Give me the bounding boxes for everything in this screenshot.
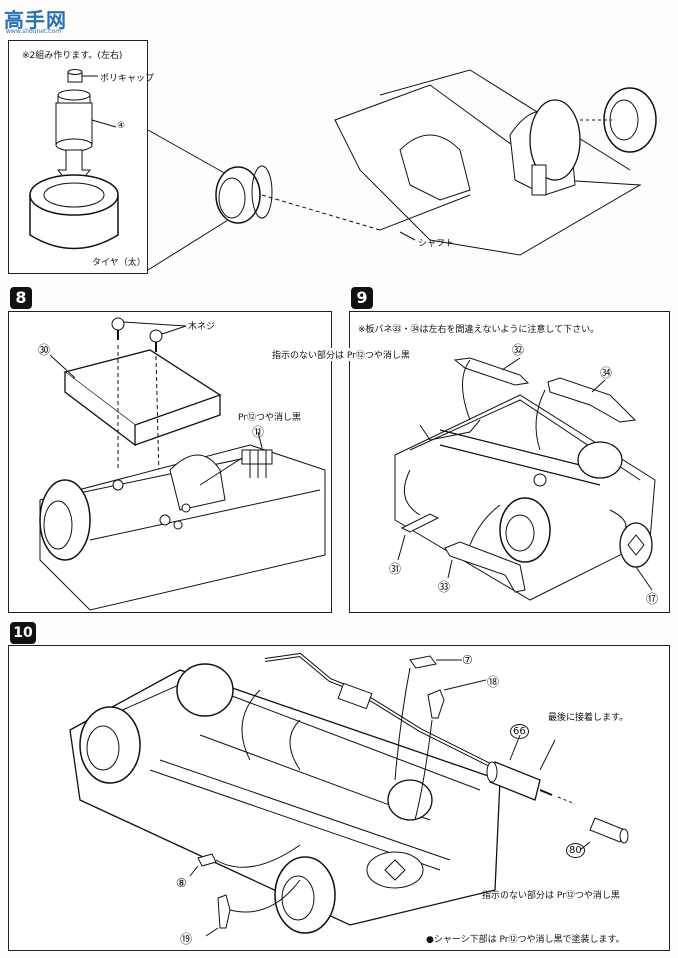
wood-screw-label: 木ネジ [188,322,216,332]
part-32-label: ㉜ [512,343,525,357]
part-30-label: ㉚ [38,343,51,357]
step9-note: ※板バネ㉝・㉞は左右を間違えないように注意して下さい。 [358,325,600,335]
logo-url: www.shounet.com [6,28,62,35]
step9-paint-note: 指示のない部分は Pr⑫つや消し黒 [272,348,410,361]
part-19-label: ⑲ [180,932,193,946]
tire-label: タイヤ（太） [92,258,146,268]
part-34-label: ㉞ [600,366,613,380]
shaft-label: シャフト [418,239,455,249]
site-logo: 高手网 www.shounet.com [4,4,74,35]
part-18-label: ⑱ [487,675,500,689]
last-glue-note: 最後に接着します。 [548,713,629,723]
chassis-paint-note: ●シャーシ下部は Pr⑫つや消し黒で塗装します。 [426,935,625,945]
part-8-label: ⑧ [176,876,187,890]
part-17-label: ⑰ [646,592,659,606]
step9-number: 9 [351,287,373,309]
part-66-label: 66 [510,724,529,739]
part-11-label: ⑪ [252,425,265,439]
step8-number: 8 [10,287,32,309]
part-80-label: 80 [566,843,585,858]
step10-paint-note: 指示のない部分は Pr⑫つや消し黒 [482,891,620,901]
step8-paint-note: Pr⑫つや消し黒 [238,413,301,423]
part-7-label: ⑦ [462,653,473,667]
part-33-label: ㉝ [438,580,451,594]
logo-text: 高手网 [4,8,67,32]
step10-number: 10 [10,622,36,644]
polycap-label: ポリキャップ [100,74,155,84]
part-31-label: ㉛ [389,562,402,576]
step7-note: ※2組み作ります。(左右) [22,51,123,61]
part-4-label: ④ [117,121,126,131]
